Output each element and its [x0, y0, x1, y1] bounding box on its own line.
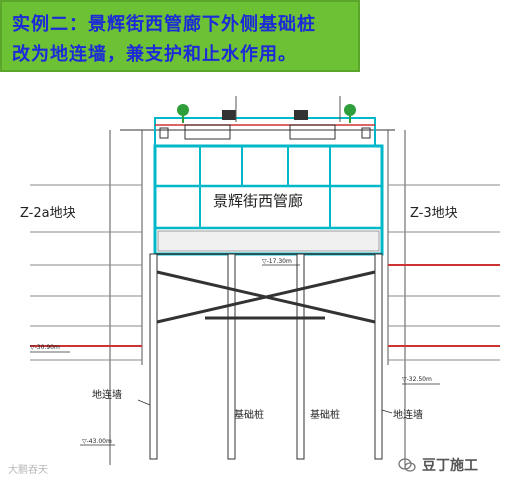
- diaphragm-walls: [149, 253, 383, 460]
- banner-title-line-1: 实例二：景辉街西管廊下外侧基础桩: [12, 14, 316, 35]
- tree-icon: [344, 104, 356, 116]
- foundation-piles: [227, 253, 305, 460]
- elevation-right: ▽-32.50m: [402, 376, 432, 383]
- watermark-right: 豆丁施工: [398, 455, 478, 475]
- pipe-gallery-frame: [153, 144, 384, 256]
- elevation-mid: ▽-17.30m: [262, 258, 292, 265]
- pile-label-right: 基础桩: [310, 408, 340, 421]
- watermark-left: 大鹏吞天: [8, 465, 48, 476]
- watermark-right-text: 豆丁施工: [422, 458, 478, 474]
- leader-lines: [30, 264, 440, 446]
- elevation-left: ▽-30.90m: [30, 344, 60, 351]
- banner-title-line-2: 改为地连墙，兼支护和止水作用。: [12, 44, 297, 65]
- tree-icon: [177, 104, 189, 116]
- pile-label-left: 基础桩: [234, 408, 264, 421]
- left-block-label: Z-2a地块: [20, 206, 76, 221]
- diaphragm-wall-label-left: 地连墙: [92, 388, 122, 401]
- right-block: [387, 130, 500, 465]
- road-surface: [154, 96, 376, 147]
- cross-bracing: [156, 270, 376, 324]
- corridor-label: 景辉街西管廊: [213, 192, 303, 210]
- chat-bubble-icon: [398, 458, 416, 472]
- diaphragm-wall-label-right: 地连墙: [393, 408, 423, 421]
- car-icon: [294, 110, 308, 120]
- left-block: [30, 130, 143, 465]
- right-block-label: Z-3地块: [410, 206, 458, 221]
- car-icon: [222, 110, 236, 120]
- elevation-bottom: ▽-43.00m: [82, 438, 112, 445]
- title-banner: 实例二：景辉街西管廊下外侧基础桩 改为地连墙，兼支护和止水作用。: [0, 0, 360, 72]
